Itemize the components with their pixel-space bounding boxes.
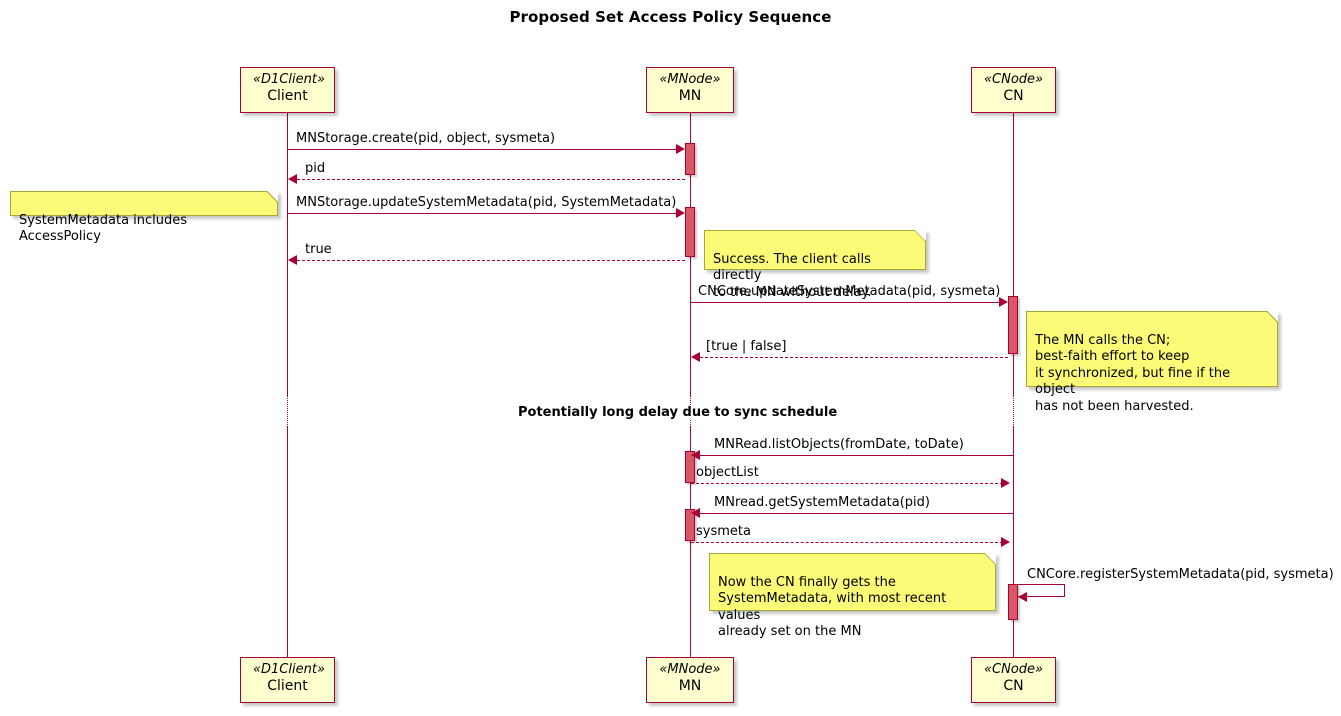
note-fold-corner-icon-2: [915, 230, 926, 241]
note-text-1: SystemMetadata includes AccessPolicy: [19, 212, 188, 245]
lifeline-cn-lower: [1013, 427, 1014, 657]
message-label-pid: pid: [305, 161, 326, 176]
message-label-listobjects: MNRead.listObjects(fromDate, toDate): [714, 437, 964, 452]
note-fold-corner-icon-4: [985, 553, 996, 564]
note-mn-calls-cn: The MN calls the CN; best-faith effort t…: [1026, 311, 1278, 414]
participant-mn-name-bottom: MN: [678, 677, 702, 694]
message-arrowhead-update-sysmeta: [676, 208, 685, 218]
message-line-create: [288, 149, 678, 150]
lifeline-cn: [1013, 113, 1014, 395]
message-arrowhead-pid: [288, 174, 297, 184]
message-label-create: MNStorage.create(pid, object, sysmeta): [296, 131, 556, 146]
participant-client-top[interactable]: «D1Client» Client: [240, 67, 335, 113]
note-cn-gets-sysmeta: Now the CN finally gets the SystemMetada…: [709, 553, 996, 639]
note-text-4: Now the CN finally gets the SystemMetada…: [718, 574, 947, 640]
message-line-true-false: [700, 357, 1008, 358]
message-label-true-false: [true | false]: [706, 339, 787, 354]
message-label-objectlist: objectList: [696, 465, 759, 480]
message-line-pid: [297, 179, 685, 180]
message-line-listobjects: [700, 455, 1013, 456]
message-arrowhead-true-false: [691, 352, 700, 362]
participant-mn-top[interactable]: «MNode» MN: [646, 67, 734, 113]
message-line-true: [297, 260, 685, 261]
participant-mn-stereotype-bottom: «MNode»: [659, 662, 721, 677]
lifeline-mn-lower: [690, 427, 691, 657]
page-title: Proposed Set Access Policy Sequence: [509, 8, 832, 26]
participant-client-name: Client: [267, 87, 308, 104]
participant-client-stereotype: «D1Client»: [253, 72, 325, 87]
lifeline-client: [287, 113, 288, 395]
lifeline-client-lower: [287, 427, 288, 657]
activation-cn-register: [1008, 584, 1018, 620]
note-text-3: The MN calls the CN; best-faith effort t…: [1035, 332, 1231, 414]
message-label-register-sysmeta: CNCore.registerSystemMetadata(pid, sysme…: [1027, 567, 1334, 582]
message-label-true: true: [305, 242, 332, 257]
participant-mn-bottom[interactable]: «MNode» MN: [646, 657, 734, 703]
activation-mn-getsysmeta: [685, 509, 695, 541]
message-label-sysmeta: sysmeta: [696, 524, 751, 539]
message-line-objectlist: [691, 483, 1003, 484]
activation-mn-update: [685, 207, 695, 257]
note-systemmetadata-accesspolicy: SystemMetadata includes AccessPolicy: [10, 191, 278, 244]
participant-cn-name: CN: [1003, 87, 1024, 104]
participant-mn-name: MN: [678, 87, 702, 104]
note-fold-corner-icon: [267, 191, 278, 202]
participant-cn-top[interactable]: «CNode» CN: [971, 67, 1056, 113]
message-arrowhead-listobjects: [691, 450, 700, 460]
activation-mn-create: [685, 143, 695, 175]
message-arrowhead-true: [288, 255, 297, 265]
message-arrowhead-create: [676, 144, 685, 154]
message-label-cncore-update: CNCore.updateSystemMetadata(pid, sysmeta…: [698, 284, 1001, 299]
participant-client-name-bottom: Client: [267, 677, 308, 694]
participant-cn-name-bottom: CN: [1003, 677, 1024, 694]
message-line-cncore-update: [691, 302, 1001, 303]
divider-delay-label: Potentially long delay due to sync sched…: [512, 405, 844, 420]
participant-client-stereotype-bottom: «D1Client»: [253, 662, 325, 677]
participant-mn-stereotype: «MNode»: [659, 72, 721, 87]
activation-mn-listobjects: [685, 451, 695, 483]
message-line-sysmeta: [691, 542, 1003, 543]
note-text-2: Success. The client calls directly to th…: [713, 251, 872, 300]
participant-cn-stereotype: «CNode»: [984, 72, 1044, 87]
activation-cn-update: [1008, 296, 1018, 354]
lifeline-client-delay: [287, 395, 288, 427]
note-fold-corner-icon-3: [1267, 311, 1278, 322]
message-label-getsysmeta: MNread.getSystemMetadata(pid): [714, 495, 930, 510]
message-arrowhead-cncore-update: [999, 297, 1008, 307]
message-line-update-sysmeta: [288, 213, 678, 214]
message-arrowhead-getsysmeta: [691, 508, 700, 518]
participant-client-bottom[interactable]: «D1Client» Client: [240, 657, 335, 703]
message-label-update-sysmeta: MNStorage.updateSystemMetadata(pid, Syst…: [296, 195, 677, 210]
message-arrowhead-sysmeta: [1001, 537, 1010, 547]
note-success-client-direct: Success. The client calls directly to th…: [704, 230, 926, 300]
message-arrowhead-register-sysmeta: [1018, 592, 1027, 602]
lifeline-cn-delay: [1013, 395, 1014, 427]
message-selfloop-register-sysmeta: [1018, 584, 1065, 597]
message-arrowhead-objectlist: [1001, 478, 1010, 488]
participant-cn-stereotype-bottom: «CNode»: [984, 662, 1044, 677]
participant-cn-bottom[interactable]: «CNode» CN: [971, 657, 1056, 703]
message-line-getsysmeta: [700, 513, 1013, 514]
